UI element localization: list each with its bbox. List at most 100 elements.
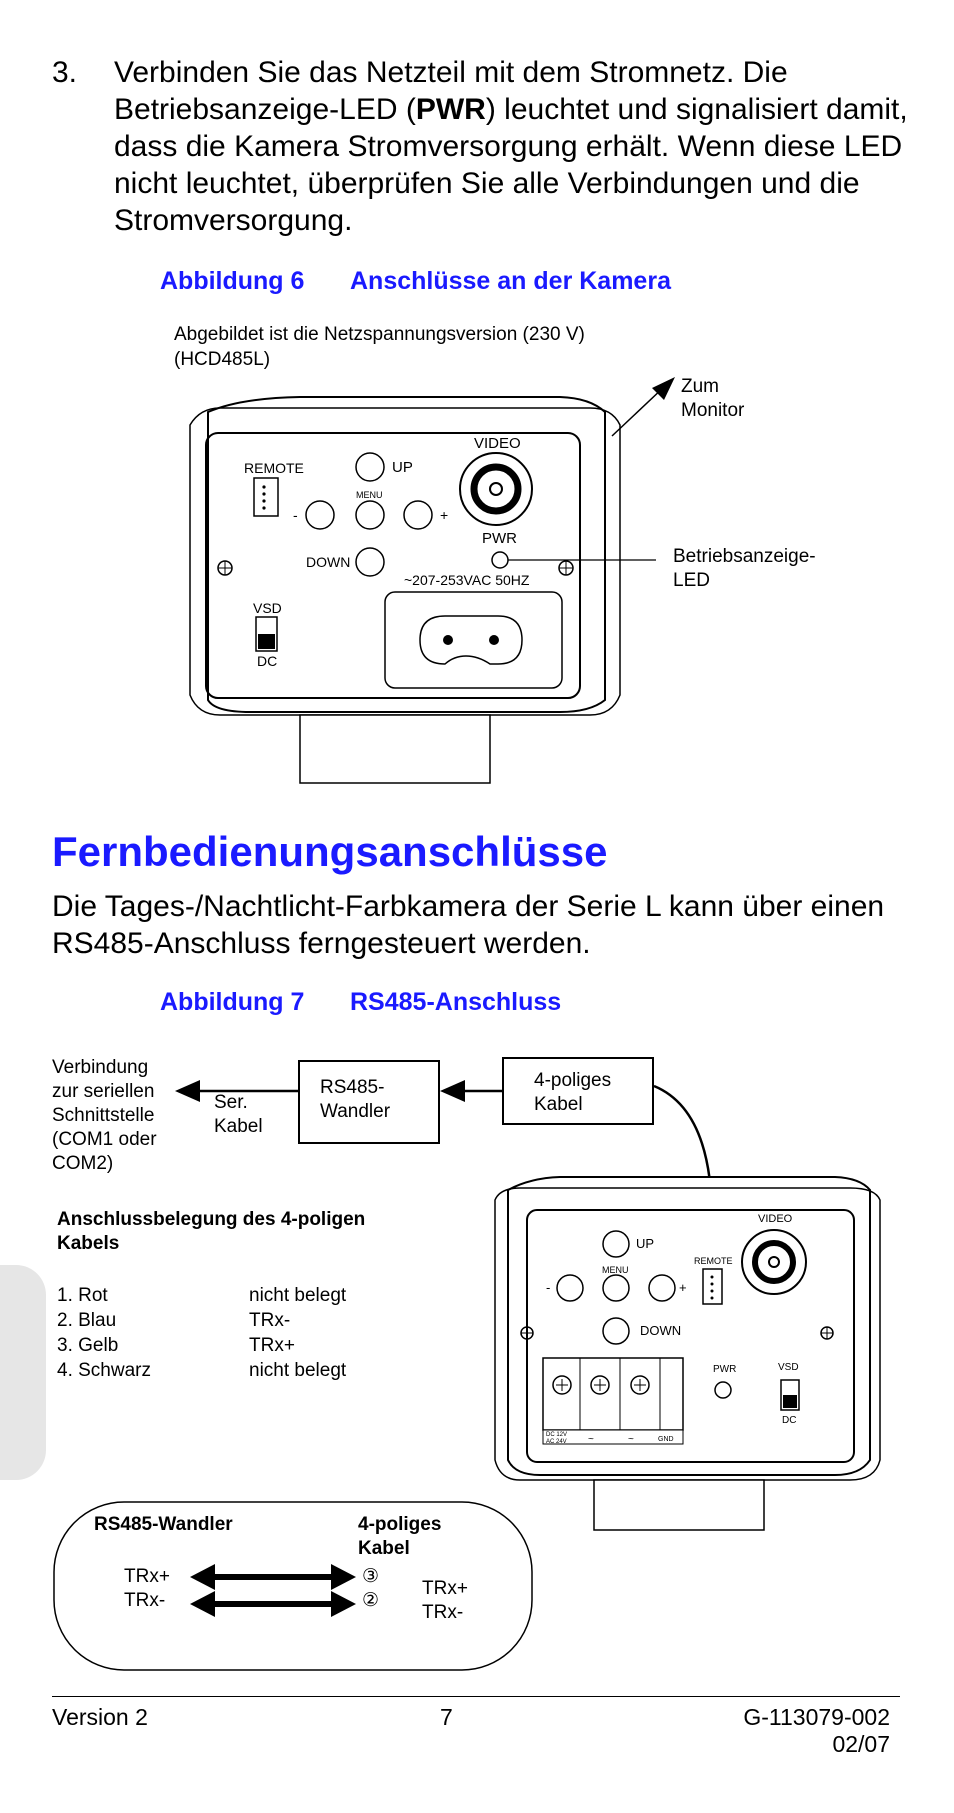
figure6-caption: Abgebildet ist die Netzspannungsversion … [174,322,585,372]
wiring-right-title-line2: Kabel [358,1538,410,1559]
menu-button [355,500,385,530]
wiring-left-minus: TRx- [124,1590,166,1611]
camera2-video-label: VIDEO [758,1213,793,1225]
camera2-minus-button [556,1274,584,1302]
pinout-title: Anschlussbelegung des 4-poligen Kabels [57,1208,365,1256]
camera2-down-button [602,1317,630,1345]
section-paragraph: Die Tages-/Nachtlicht-Farbkamera der Ser… [52,890,885,960]
terminal-label-2: ~ [588,1434,594,1445]
four-pin-cable-box: 4-poliges Kabel [502,1057,654,1125]
wiring-arrow-2-right [331,1591,356,1617]
pinout-title-line2: Kabels [57,1233,120,1254]
converter-line1: RS485- [320,1077,385,1098]
camera-panel [205,432,581,699]
terminal-label-4: GND [658,1436,674,1443]
menu-label: MENU [356,490,383,500]
wiring-arrow-2-left [190,1591,215,1617]
pinout-wire: 1. Rot [57,1285,108,1306]
serial-line-4: (COM1 oder [52,1129,157,1150]
figure6-caption-line2: (HCD485L) [174,349,271,370]
rs485-converter-box: RS485- Wandler [298,1060,440,1144]
pinout-signal: TRx+ [249,1335,295,1356]
pinout-row: 4. Schwarz nicht belegt [57,1358,377,1383]
footer-doc-info: G-113079-002 02/07 [700,1704,890,1758]
ser-kabel-line2: Kabel [214,1116,263,1137]
down-button [355,547,385,577]
up-button [355,452,385,482]
camera2-remote-label: REMOTE [694,1256,733,1266]
led-label-line1: Betriebsanzeige- [673,546,816,567]
terminal-label-1b: AC 24V [546,1439,567,1445]
vsd-label: VSD [253,600,282,616]
footer-date: 02/07 [832,1731,890,1757]
camera2-menu-label: MENU [602,1265,629,1275]
cable-line2: Kabel [534,1094,583,1115]
pinout-row: 3. Gelb TRx+ [57,1333,377,1358]
camera2-plus-label: + [679,1280,687,1295]
pinout-title-line1: Anschlussbelegung des 4-poligen [57,1209,366,1230]
converter-line2: Wandler [320,1101,391,1122]
wiring-diagram [53,1501,533,1671]
footer-doc-number: G-113079-002 [743,1704,890,1730]
dc-label: DC [257,653,277,669]
plus-label: + [440,507,448,523]
camera-mount [299,714,491,784]
camera2-dc-label: DC [782,1415,796,1426]
up-label: UP [392,459,413,476]
terminal-label-3: ~ [628,1434,634,1445]
side-tab [0,1265,46,1480]
figure6-label: Abbildung 6 [160,267,305,295]
minus-label: - [293,507,298,523]
serial-arrow-head [175,1080,200,1102]
serial-line-2: zur seriellen [52,1081,155,1102]
to-monitor-line2: Monitor [681,400,745,421]
wiring-right-title: 4-poliges Kabel [358,1513,441,1561]
led-label: Betriebsanzeige- LED [673,545,816,593]
serial-line-3: Schnittstelle [52,1105,155,1126]
pinout-signal: nicht belegt [249,1360,347,1381]
camera-body-rim [189,407,621,716]
wiring-left-signals: TRx+ TRx- [124,1565,170,1613]
step-text-bold: PWR [415,93,486,126]
camera2-plus-button [648,1274,676,1302]
wiring-left-title: RS485-Wandler [94,1514,233,1535]
wiring-arrow-1-right [331,1564,356,1590]
led-label-line2: LED [673,570,710,591]
remote-connector [253,477,279,517]
wiring-left-plus: TRx+ [124,1566,170,1587]
monitor-arrow-line [611,385,666,437]
camera2-remote-connector [702,1268,723,1305]
figure7-diagram: UP MENU - + DOWN REMOTE VIDEO DC 12V AC … [175,1080,881,1531]
monitor-arrow-head [652,377,675,400]
power-socket [419,615,523,665]
wiring-pin-2: ② [362,1590,380,1611]
wiring-right-title-line1: 4-poliges [358,1514,442,1535]
footer-rule [52,1696,900,1697]
wiring-pins: ③ ② [362,1565,379,1613]
serial-line-5: COM2) [52,1153,114,1174]
down-label: DOWN [306,554,350,570]
pinout-wire: 4. Schwarz [57,1360,151,1381]
step-text-after: ) leuchtet und signalisiert damit, dass … [114,93,908,237]
camera2-pwr-label: PWR [713,1364,736,1375]
wiring-right-minus: TRx- [422,1602,464,1623]
camera2-vsd-label: VSD [778,1362,799,1373]
cable-line1: 4-poliges [534,1070,612,1091]
camera2-up-label: UP [636,1236,654,1251]
camera2-up-button [602,1230,630,1258]
minus-button [305,500,335,530]
pinout-wire: 2. Blau [57,1310,117,1331]
video-label: VIDEO [474,435,521,452]
figure6-caption-line1: Abgebildet ist die Netzspannungsversion … [174,324,585,345]
figure6-title-text: Anschlüsse an der Kamera [350,267,671,295]
pinout-wire: 3. Gelb [57,1335,119,1356]
to-monitor-line1: Zum [681,376,719,397]
footer-page-number: 7 [440,1704,453,1730]
wiring-pin-3: ③ [362,1566,380,1587]
ser-kabel-line1: Ser. [214,1092,248,1113]
wiring-right-signals: TRx+ TRx- [422,1577,468,1625]
